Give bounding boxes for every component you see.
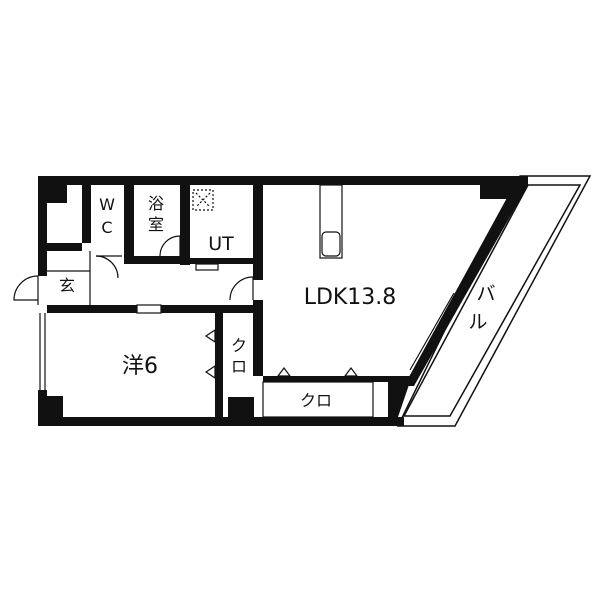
opening-hall — [136, 304, 162, 314]
wall-western-closet — [215, 313, 223, 417]
balcony — [396, 175, 592, 427]
pillar-bottom-right — [388, 376, 412, 417]
western-room-label: 洋6 — [122, 354, 158, 379]
bath-label-1: 浴 — [148, 194, 164, 213]
block-closet-bottom — [228, 397, 254, 417]
balcony-window-mark — [452, 287, 466, 303]
wall-left-top — [38, 176, 47, 276]
pillar-top-right — [480, 185, 514, 199]
wall-bath-bottom — [124, 256, 189, 264]
wall-ut-ldk — [253, 185, 263, 280]
closet-label-1: ク — [231, 336, 247, 355]
wall-wc-bath — [124, 185, 134, 263]
closet-bottom-door-right — [343, 367, 359, 377]
balcony-window — [409, 292, 455, 371]
wall-closet-top — [263, 376, 388, 382]
ldk-label: LDK13.8 — [304, 285, 397, 310]
wc-label-1: W — [99, 195, 115, 214]
closet-bottom — [262, 381, 374, 418]
wall-entrance-top — [47, 243, 82, 251]
closet-bottom-door-left — [276, 367, 292, 377]
closet-bottom-label: クロ — [300, 391, 332, 410]
pillar-bottom-left — [47, 396, 63, 417]
washer-pan — [192, 189, 214, 211]
closet-label-2: ロ — [231, 357, 247, 376]
kitchen-counter — [319, 184, 343, 259]
closet-door-upper — [204, 328, 216, 344]
closet-door-lower — [204, 364, 216, 380]
wc-door — [95, 255, 119, 279]
wall-ldk-closet — [253, 300, 263, 376]
wall-top — [38, 176, 528, 185]
balcony-outline — [396, 175, 592, 427]
balcony-inner — [402, 184, 582, 417]
walls — [38, 176, 528, 426]
wall-ut-bottom — [190, 258, 253, 264]
wall-left-bottom — [38, 390, 47, 426]
wall-wc-left — [82, 185, 91, 243]
balcony-label-1: バ — [476, 283, 495, 305]
wall-bath-ut — [180, 185, 190, 265]
kitchen-sink — [321, 231, 341, 257]
balcony-label-2: ル — [468, 311, 487, 333]
bath-label-2: 室 — [148, 215, 164, 234]
pillar-top-left — [47, 185, 67, 203]
ldk-door — [229, 276, 254, 301]
ut-label: UT — [208, 233, 234, 255]
thin-lines — [13, 184, 455, 418]
bath-door — [159, 235, 181, 257]
entrance-label: 玄 — [59, 276, 75, 295]
washer-pan-x2 — [195, 192, 211, 208]
opening-ut — [195, 263, 219, 271]
wall-bottom — [38, 417, 404, 426]
wall-slanted — [404, 185, 528, 386]
wc-label-2: C — [101, 218, 112, 237]
entrance-door — [13, 275, 39, 301]
